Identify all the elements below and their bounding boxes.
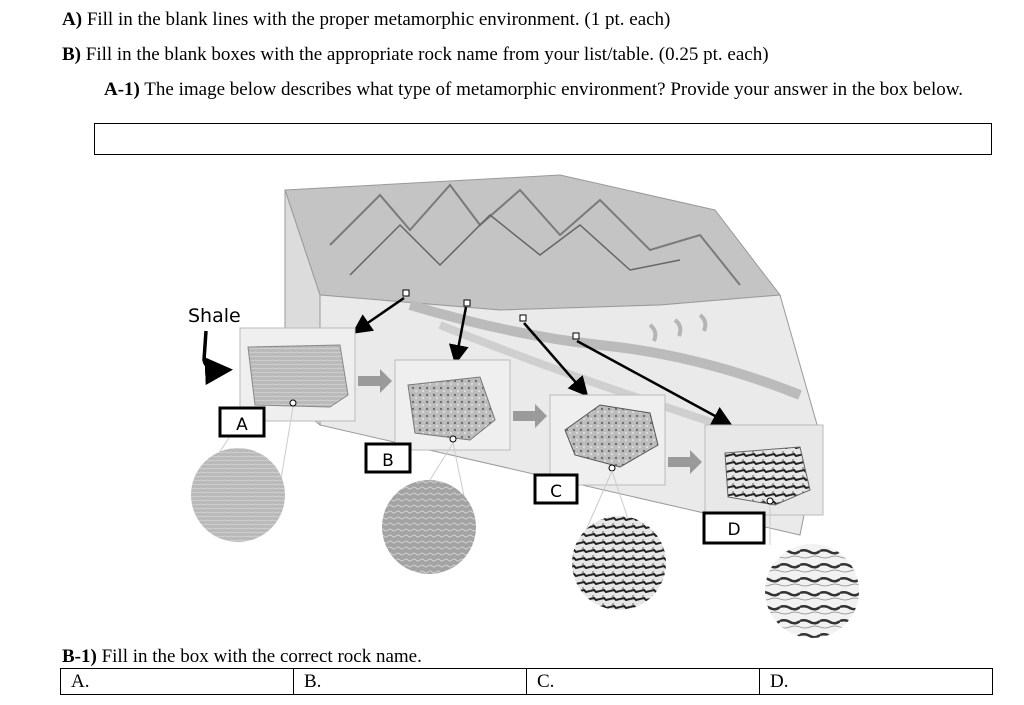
rock-photo-a [239,327,356,422]
progress-arrow-2 [513,404,547,428]
source-marker-1 [402,289,410,297]
hook-arrow-icon [202,330,233,386]
question-b1: B-1) Fill in the box with the correct ro… [62,646,422,668]
progress-arrow-1 [358,369,392,393]
texture-circle-d [765,544,859,638]
rock-box-c[interactable] [533,473,579,505]
source-marker-3 [519,314,527,322]
texture-circle-c [572,516,666,610]
arrow-to-a [351,296,405,334]
connector-a2 [279,406,294,486]
question-a1: A-1) The image below describes what type… [104,79,974,101]
texture-circle-b [382,480,476,574]
instruction-a: A) Fill in the blank lines with the prop… [62,9,670,31]
a1-answer-box[interactable] [94,123,992,155]
question-b1-label: B-1) [62,646,97,667]
rock-box-d-label: D [727,520,740,540]
answer-cell-a[interactable]: A. [60,668,294,695]
texture-circle-a [191,448,285,542]
rock-photo-d [704,424,824,516]
rock-photo-c [549,394,666,486]
arrow-to-b [448,306,469,365]
question-b1-text: Fill in the box with the correct rock na… [96,646,422,667]
arrow-to-c [523,322,589,397]
parent-rock-label: Shale [188,305,241,327]
answer-row: A. B. C. D. [60,668,993,695]
rock-box-d[interactable] [702,511,766,545]
instruction-b: B) Fill in the blank boxes with the appr… [62,44,769,66]
arrow-to-d [576,339,733,426]
answer-cell-b[interactable]: B. [293,668,527,695]
source-marker-4 [572,332,580,340]
rock-box-c-label: C [550,482,562,502]
source-marker-2 [463,299,471,307]
instruction-b-text: Fill in the blank boxes with the appropr… [81,44,769,65]
question-a1-text: The image below describes what type of m… [139,79,963,100]
answer-cell-d[interactable]: D. [759,668,993,695]
rock-answer-table: A. B. C. D. [60,668,993,695]
rock-box-a[interactable] [218,406,266,438]
progress-arrow-3 [668,450,702,474]
rock-box-b-label: B [382,451,394,471]
question-a1-label: A-1) [104,79,140,100]
answer-cell-c[interactable]: C. [526,668,760,695]
rock-box-b[interactable] [364,442,412,474]
metamorphism-diagram: Shale A B C D [188,174,859,638]
instruction-b-label: B) [62,44,81,65]
rock-photo-b [394,359,511,451]
instruction-a-text: Fill in the blank lines with the proper … [82,9,671,30]
rock-box-a-label: A [236,415,248,435]
instruction-a-label: A) [62,9,83,30]
